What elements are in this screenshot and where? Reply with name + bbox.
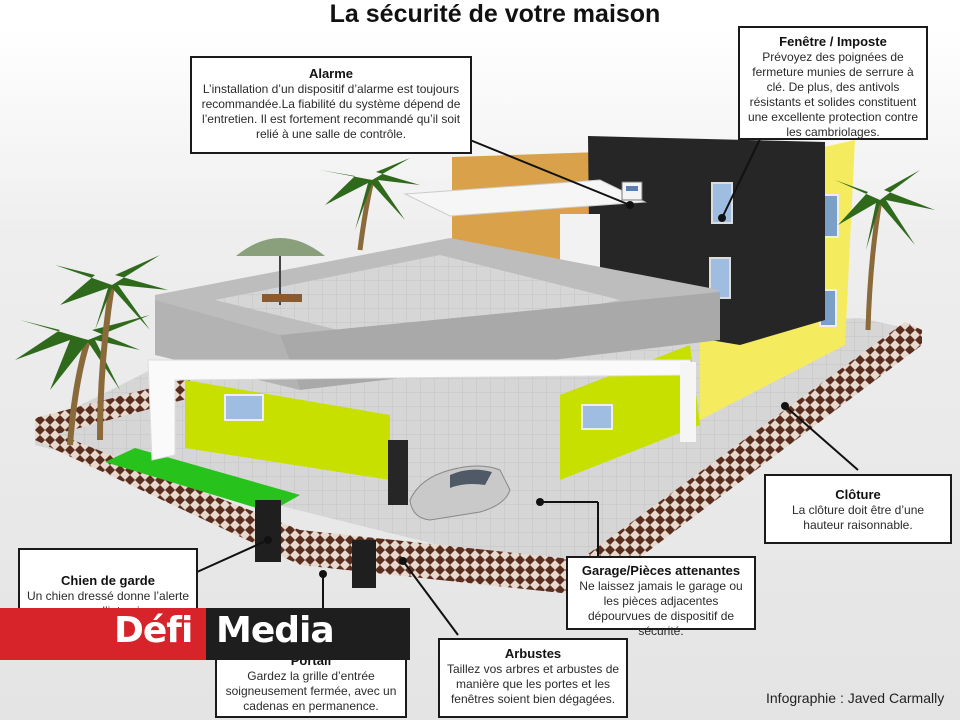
callout-garage-heading: Garage/Pièces attenantes xyxy=(581,563,741,578)
callout-alarme-heading: Alarme xyxy=(308,66,354,81)
lime-right-window xyxy=(581,404,613,430)
lime-right-block xyxy=(560,345,700,480)
frame-right-post xyxy=(680,362,696,442)
logo-word-defi: Défi xyxy=(114,610,193,651)
white-frame xyxy=(147,359,696,461)
callout-arbustes-heading: Arbustes xyxy=(504,646,562,661)
lime-left-window xyxy=(224,394,264,421)
car-windshield xyxy=(450,469,492,488)
callout-garage: Garage/Pièces attenantes Ne laissez jama… xyxy=(566,556,756,638)
callout-chien-heading: Chien de garde xyxy=(61,573,155,588)
page-title: La sécurité de votre maison xyxy=(329,0,661,28)
callout-cloture-heading: Clôture xyxy=(835,487,881,502)
credit-text: Infographie : Javed Carmally xyxy=(766,690,945,706)
callout-lines xyxy=(196,138,859,642)
dark-window-1 xyxy=(711,182,733,224)
callout-cloture-text: La clôture doit être d’une hauteur raiso… xyxy=(791,503,925,532)
callout-portail-text: Gardez la grille d’entrée soigneusement … xyxy=(225,669,397,713)
defi-media-logo: Défi Media xyxy=(0,608,410,660)
roof-deck xyxy=(215,255,620,345)
callout-arbustes-text: Taillez vos arbres et arbustes de manièr… xyxy=(446,662,620,706)
callout-fenetre-text: Prévoyez des poignées de fermeture munie… xyxy=(747,50,919,139)
callout-alarme: Alarme L’installation d’un dispositif d’… xyxy=(190,56,472,154)
logo-word-media: Media xyxy=(216,610,335,651)
callout-chien: Chien de garde Un chien dressé donne l’a… xyxy=(18,548,198,618)
gate-post-right xyxy=(352,540,376,588)
umbrella xyxy=(236,238,325,256)
callout-fenetre-heading: Fenêtre / Imposte xyxy=(779,34,887,49)
callout-cloture: Clôture La clôture doit être d’une haute… xyxy=(764,474,952,544)
callout-fenetre: Fenêtre / Imposte Prévoyez des poignées … xyxy=(738,26,928,140)
dark-pillar xyxy=(388,440,408,505)
logo-red-band xyxy=(0,608,206,660)
palm-tree-right xyxy=(835,170,935,331)
alarm-device-screen xyxy=(626,186,638,191)
upper-white-slab xyxy=(403,179,647,217)
callout-alarme-text: L’installation d’un dispositif d’alarme … xyxy=(201,82,461,141)
palm-tree-left xyxy=(15,315,150,446)
lawn xyxy=(105,448,300,512)
gate-post-left xyxy=(255,500,281,562)
callout-arbustes: Arbustes Taillez vos arbres et arbustes … xyxy=(438,638,628,718)
palm-tree-center xyxy=(320,158,420,251)
palm-tree-left-2 xyxy=(55,255,168,441)
callout-garage-text: Ne laissez jamais le garage ou les pièce… xyxy=(579,579,743,638)
terrace-table xyxy=(262,294,302,302)
fence-right xyxy=(580,322,922,595)
fence-front xyxy=(35,425,580,595)
callout-dots xyxy=(264,201,789,578)
